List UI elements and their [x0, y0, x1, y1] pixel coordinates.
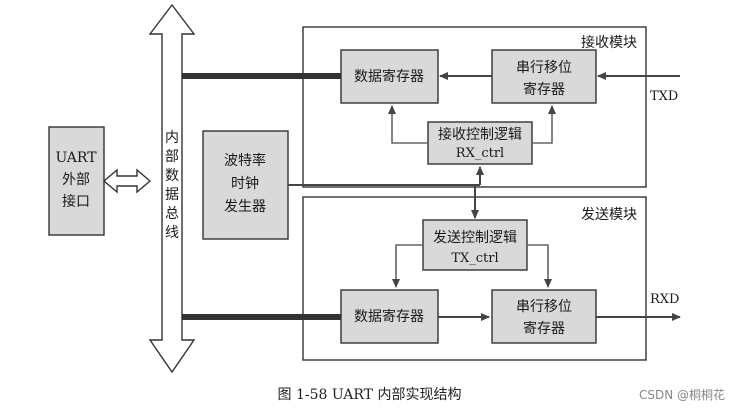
tx-shift-register	[491, 289, 597, 344]
tx-data-register	[340, 289, 439, 344]
bus-char-3: 数	[165, 168, 179, 184]
baud-line1: 波特率	[224, 152, 266, 169]
rx-data-register-label: 数据寄存器	[354, 68, 424, 85]
bus-char-5: 总	[165, 206, 179, 222]
baud-line2: 时钟	[231, 175, 259, 192]
watermark: CSDN @桐桐花	[638, 388, 725, 402]
bus-char-2: 部	[165, 149, 179, 165]
tx-shift-line1: 串行移位	[516, 299, 572, 315]
txd-label: TXD	[650, 89, 678, 104]
baud-line3: 发生器	[224, 199, 266, 215]
rxd-label: RXD	[650, 292, 679, 307]
baud-rate-generator	[202, 130, 289, 240]
tx-ctrl-line2: TX_ctrl	[451, 251, 498, 266]
rx-ctrl-line2: RX_ctrl	[456, 146, 504, 161]
uart-port-line2: 外部	[62, 172, 90, 188]
uart-port-line1: UART	[55, 150, 97, 166]
rx-ctrl-line1: 接收控制逻辑	[438, 126, 522, 143]
receive-module-title: 接收模块	[581, 34, 637, 51]
bus-char-4: 据	[165, 187, 179, 203]
rx-shift-line1: 串行移位	[516, 60, 572, 76]
rx-shift-line2: 寄存器	[523, 81, 565, 98]
bus-char-6: 线	[165, 225, 179, 241]
tx-ctrl-to-shift-reg	[527, 244, 552, 288]
bus-char-1: 内	[165, 130, 179, 146]
bidirectional-arrow-icon	[102, 168, 152, 194]
rx-ctrl-to-data-reg	[388, 105, 428, 144]
uart-external-interface	[48, 126, 105, 236]
send-module-title: 发送模块	[581, 207, 637, 223]
figure-caption: 图 1-58 UART 内部实现结构	[277, 387, 462, 403]
tx-data-register-label: 数据寄存器	[354, 308, 424, 325]
tx-ctrl-line1: 发送控制逻辑	[433, 230, 517, 246]
tx-shift-line2: 寄存器	[523, 320, 565, 337]
uart-port-line3: 接口	[62, 193, 90, 210]
internal-data-bus	[148, 3, 196, 374]
tx-ctrl-to-data-reg	[392, 244, 423, 288]
rx-ctrl-to-shift-reg	[532, 105, 556, 144]
